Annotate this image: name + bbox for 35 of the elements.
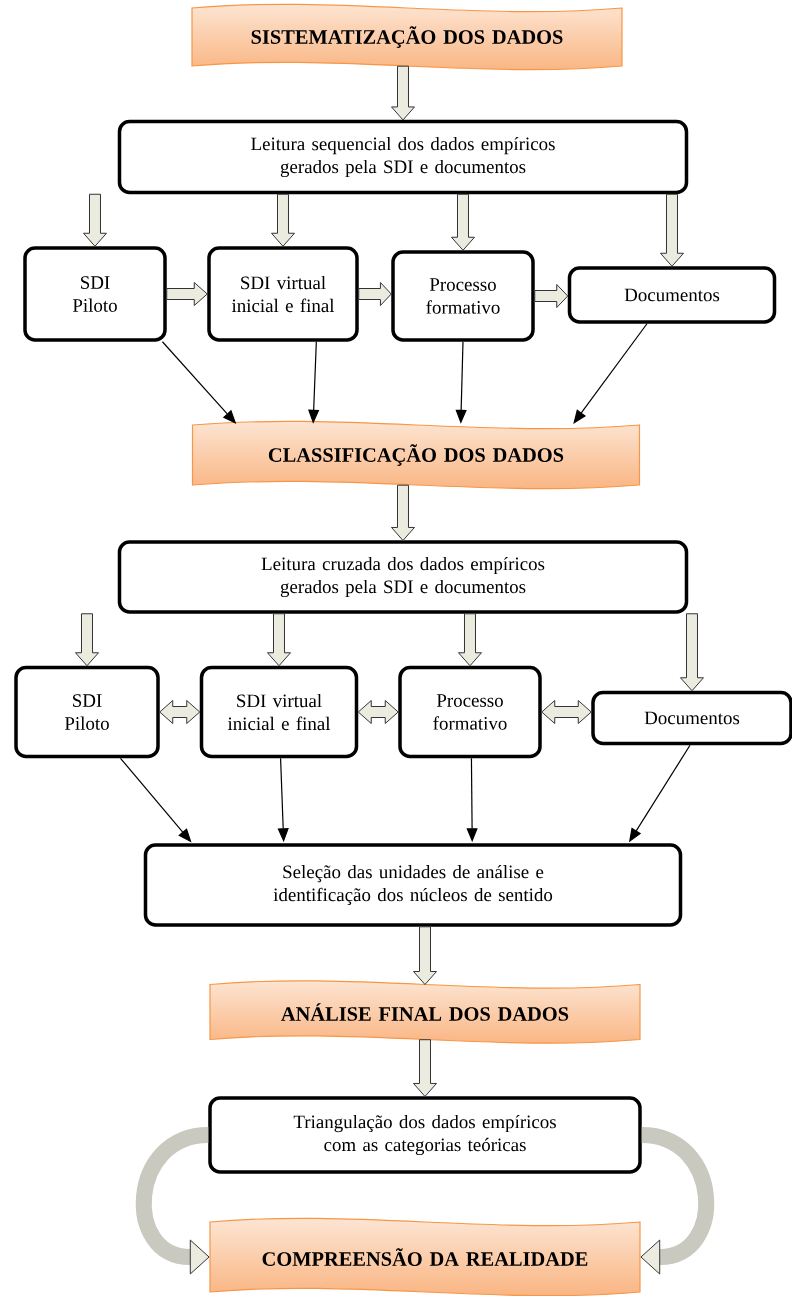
block-arrow [357,700,399,724]
block-arrow [75,613,99,667]
block-arrow [451,193,475,251]
process-box: Leitura sequencial dos dados empíricos gerados pela SDI e documentos [117,119,689,195]
process-box: Seleção das unidades de análise e identificação dos núcleos de sentido [143,843,683,927]
process-box: Documentos [591,690,792,746]
block-arrow [413,926,437,985]
banner: COMPREENSÃO DA REALIDADE [209,1217,641,1296]
block-arrow [458,613,482,667]
block-arrow [541,700,592,724]
process-box: SDI virtual inicial e final [207,246,359,342]
block-arrow [159,700,201,724]
process-box: Documentos [567,266,777,324]
banner: ANÁLISE FINAL DOS DADOS [209,980,641,1044]
block-arrow [391,484,415,541]
block-arrow [413,1039,437,1097]
process-box: SDI virtual inicial e final [199,665,359,759]
banner: CLASSIFICAÇÃO DOS DADOS [191,420,641,490]
process-box: Leitura cruzada dos dados empíricos gerados pela SDI e documentos [117,540,689,614]
process-box: Processo formativo [391,250,535,342]
block-arrow [680,613,704,692]
banner: SISTEMATIZAÇÃO DOS DADOS [191,3,623,71]
block-arrow [83,193,107,247]
block-arrow [660,193,684,267]
block-arrow [534,284,569,308]
process-box: SDI Piloto [14,665,160,759]
block-arrow [271,193,295,247]
block-arrow [358,282,392,306]
arrow [573,323,648,424]
block-arrow [267,613,291,667]
block-arrow [166,282,208,306]
process-box: Processo formativo [398,665,542,759]
process-box: Triangulação dos dados empíricos com as categorias teóricas [208,1096,642,1174]
process-box: SDI Piloto [23,246,167,342]
block-arrow [391,65,415,121]
